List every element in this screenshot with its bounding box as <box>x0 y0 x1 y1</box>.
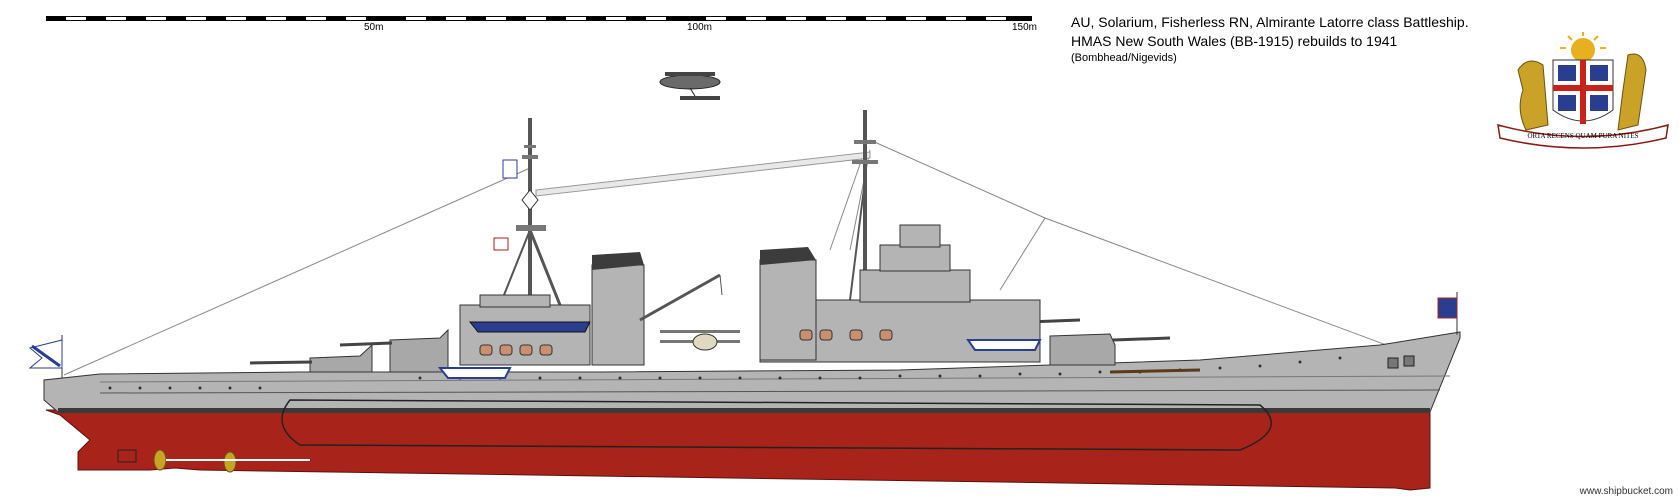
propellers <box>117 449 310 473</box>
scale-bar-segments <box>66 17 1006 20</box>
hull <box>43 331 1461 491</box>
crest-rising-sun <box>1571 38 1595 62</box>
title-line-2: HMAS New South Wales (BB-1915) rebuilds … <box>1071 33 1398 49</box>
rigging <box>63 139 1441 376</box>
boot-topping <box>58 408 1430 413</box>
rudder <box>117 449 137 463</box>
boats <box>437 321 1042 379</box>
scale-label-150: 150m <box>1012 22 1038 33</box>
hull-red-underwater <box>45 409 1431 491</box>
funnels <box>591 247 817 366</box>
masthead-ensign <box>502 159 518 179</box>
yardarm-flag <box>493 237 509 251</box>
superstructure-windows <box>479 329 893 356</box>
aft-funnel-cap <box>760 247 816 265</box>
catapult-biplane <box>660 330 740 351</box>
superstructure <box>459 224 1041 366</box>
crest-motto: ORTA RECENS QUAM PURA NITES <box>1527 132 1638 140</box>
anti-torpedo-bulge <box>281 399 1272 451</box>
fore-funnel-cap <box>592 252 644 270</box>
scale-label-50: 50m <box>364 22 384 33</box>
coat-of-arms: ORTA RECENS QUAM PURA NITES <box>1497 32 1669 149</box>
fore-mast <box>499 118 562 328</box>
scale-label-100: 100m <box>687 22 713 33</box>
fore-funnel <box>591 264 645 366</box>
site-watermark: www.shipbucket.com <box>1579 486 1673 497</box>
aerial-wire <box>535 151 871 197</box>
title-line-1: AU, Solarium, Fisherless RN, Almirante L… <box>1071 14 1469 30</box>
author-credit: (Bombhead/Nigevids) <box>1071 52 1177 64</box>
aft-funnel <box>759 259 817 361</box>
hull-grey-topside <box>43 331 1461 413</box>
crest-sun-rays <box>1560 32 1606 49</box>
flying-seaplane <box>659 72 721 100</box>
crest-kangaroo <box>1617 53 1647 131</box>
flags <box>28 159 1458 378</box>
main-mast <box>849 110 878 325</box>
crest-motto-scroll <box>1497 123 1669 149</box>
crest-lion <box>1517 60 1549 131</box>
aircraft-crane <box>639 273 723 322</box>
jack-bow <box>1437 297 1458 319</box>
